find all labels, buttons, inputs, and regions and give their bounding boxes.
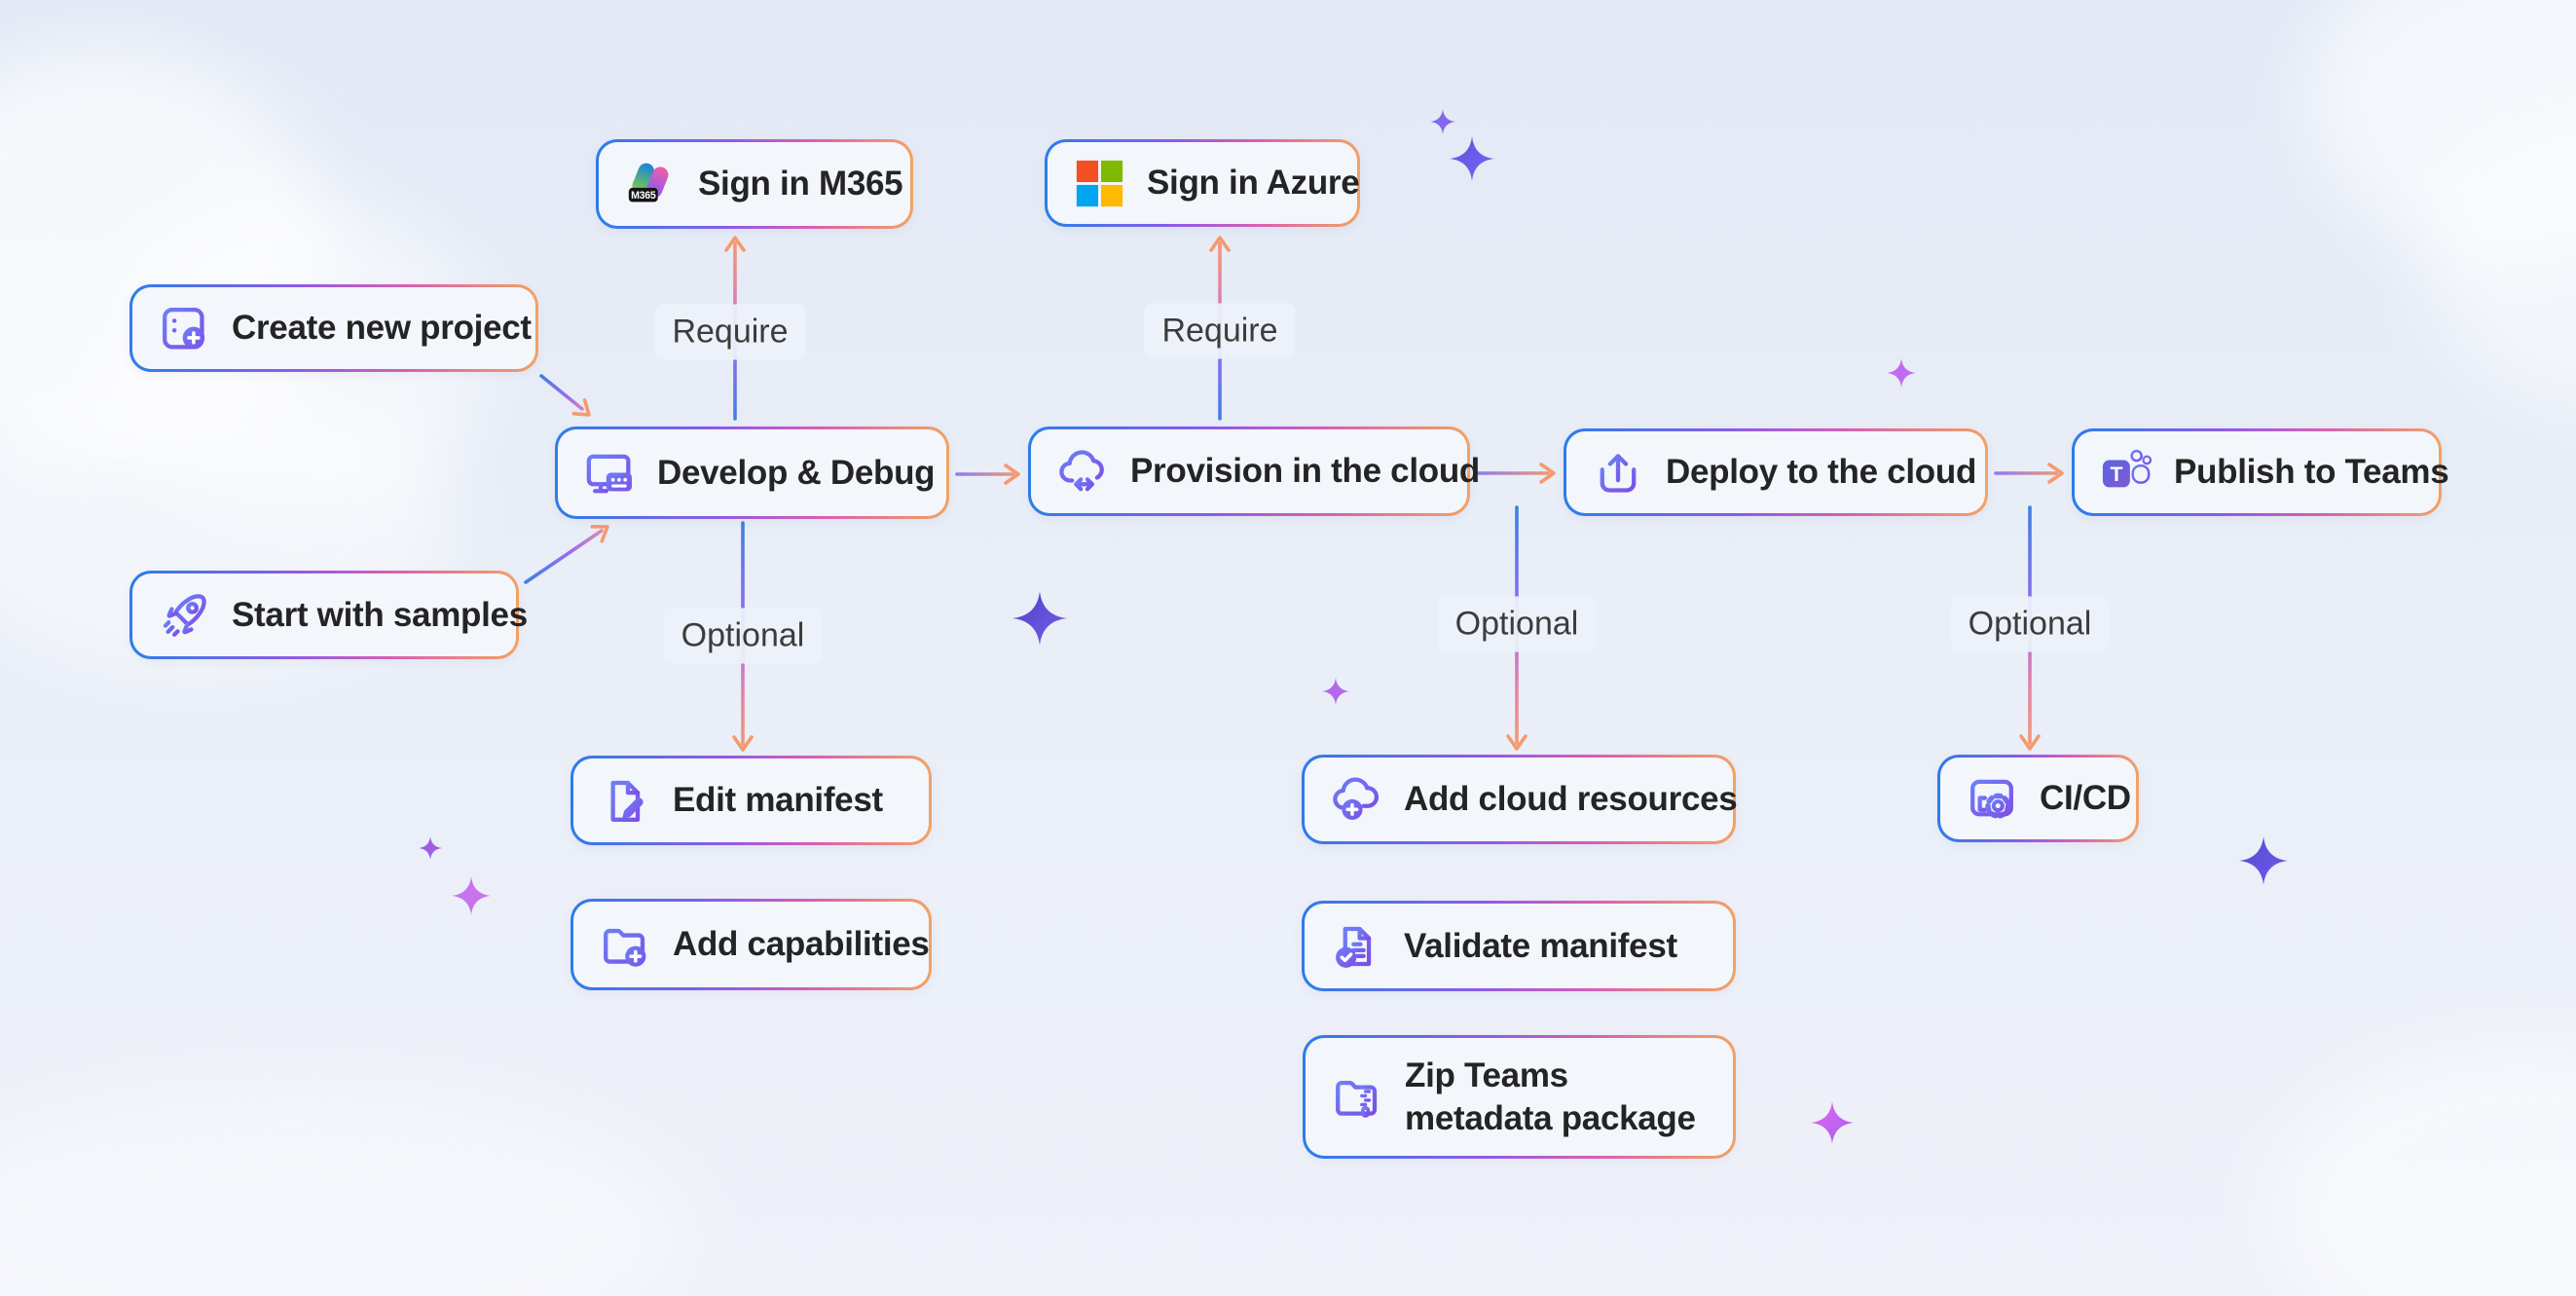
node-provision-cloud: Provision in the cloud	[1028, 426, 1480, 516]
sparkle-icon	[1430, 109, 1455, 134]
node-label: Publish to Teams	[2174, 453, 2449, 491]
svg-text:T: T	[2111, 463, 2123, 486]
sparkle-icon	[2239, 836, 2288, 885]
folder-add-icon	[599, 918, 651, 971]
node-add-capabilities: Add capabilities	[570, 899, 932, 990]
sparkle-icon	[452, 876, 491, 915]
node-cicd: CI/CD	[1937, 755, 2139, 842]
edge-label-require-azure: Require	[1144, 303, 1296, 359]
node-develop-debug: Develop & Debug	[555, 426, 949, 519]
node-label: CI/CD	[2040, 779, 2131, 817]
edge-label-require-m365: Require	[654, 304, 806, 360]
edge-label-optional-develop: Optional	[663, 608, 823, 664]
node-label: Start with samples	[232, 595, 528, 634]
node-label: Provision in the cloud	[1130, 452, 1480, 490]
upload-icon	[1592, 446, 1644, 499]
document-check-icon	[1330, 920, 1382, 973]
node-label: Sign in Azure	[1147, 164, 1360, 202]
m365-icon: M365	[624, 158, 677, 210]
node-create-new-project: Create new project	[129, 284, 538, 372]
node-edit-manifest: Edit manifest	[570, 756, 932, 845]
node-label: Edit manifest	[673, 781, 883, 819]
node-label: Develop & Debug	[657, 453, 936, 492]
node-label: Sign in M365	[698, 165, 903, 203]
node-label: Add capabilities	[673, 925, 930, 963]
edit-document-icon	[599, 774, 651, 827]
node-validate-manifest: Validate manifest	[1302, 901, 1736, 991]
edge-label-optional-deploy: Optional	[1950, 596, 2110, 652]
node-sign-in-m365: M365 Sign in M365	[596, 139, 913, 229]
node-zip-package: Zip Teams metadata package	[1303, 1035, 1736, 1159]
sparkle-icon	[1012, 591, 1067, 646]
cloud-sync-icon	[1056, 445, 1109, 498]
node-label: Deploy to the cloud	[1666, 453, 1977, 491]
zip-folder-icon	[1331, 1071, 1383, 1124]
node-label: Validate manifest	[1404, 926, 1677, 965]
new-project-icon	[158, 302, 210, 354]
sparkle-icon	[1322, 678, 1349, 705]
sparkle-icon	[1887, 358, 1916, 388]
sparkle-icon	[419, 836, 442, 860]
node-label: Create new project	[232, 309, 532, 347]
rocket-icon	[158, 589, 210, 642]
sparkle-icon	[1811, 1101, 1854, 1144]
sparkle-icon	[1450, 136, 1494, 181]
node-label: Zip Teams metadata package	[1405, 1055, 1696, 1137]
node-deploy-cloud: Deploy to the cloud	[1564, 428, 1988, 516]
teams-icon: T	[2100, 446, 2153, 499]
node-publish-teams: T Publish to Teams	[2072, 428, 2449, 516]
node-label: Add cloud resources	[1404, 780, 1738, 818]
microsoft-icon	[1073, 157, 1125, 209]
develop-debug-icon	[583, 447, 636, 500]
svg-text:M365: M365	[631, 190, 656, 202]
cloud-add-icon	[1330, 773, 1382, 826]
edge-label-optional-provision: Optional	[1437, 596, 1597, 652]
cicd-icon	[1966, 772, 2018, 825]
node-start-with-samples: Start with samples	[129, 571, 528, 659]
node-sign-in-azure: Sign in Azure	[1045, 139, 1360, 227]
node-add-cloud-resources: Add cloud resources	[1302, 755, 1738, 844]
